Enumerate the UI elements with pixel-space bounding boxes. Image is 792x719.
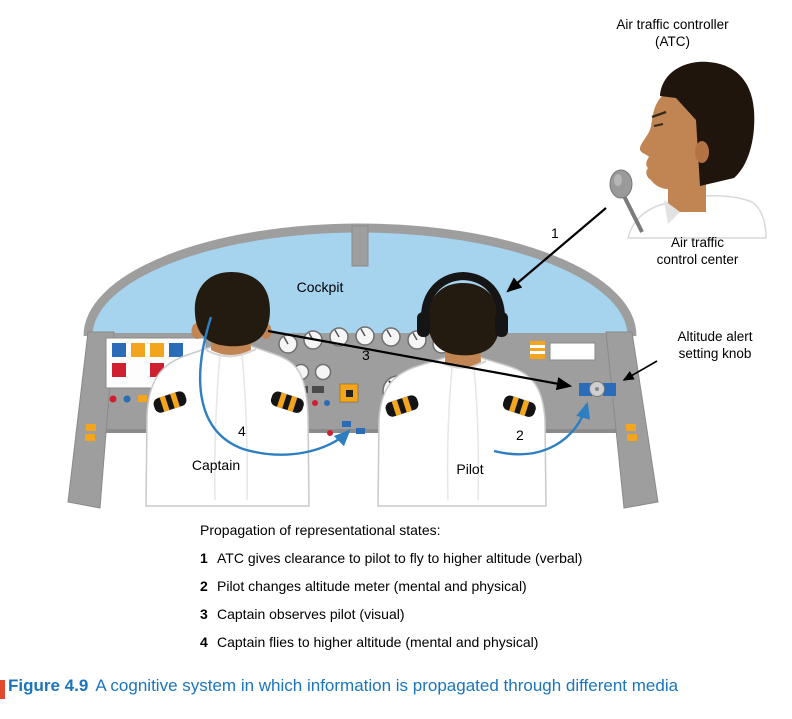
caption-accent-bar bbox=[0, 680, 5, 699]
atc-collar bbox=[664, 200, 680, 224]
legend-item: 4 Captain flies to higher altitude (menta… bbox=[200, 628, 582, 656]
legend-item: 3 Captain observes pilot (visual) bbox=[200, 600, 582, 628]
pilot-figure bbox=[377, 271, 547, 507]
altitude-knob-label: Altitude alert setting knob bbox=[645, 328, 785, 362]
arrow-2-number: 2 bbox=[516, 427, 524, 443]
arrow-1-number: 1 bbox=[551, 225, 559, 241]
legend-item-text: Captain flies to higher altitude (mental… bbox=[217, 634, 539, 650]
arrow-3-number: 3 bbox=[362, 347, 370, 363]
captain-label: Captain bbox=[191, 457, 241, 473]
atc-ear bbox=[695, 141, 709, 163]
legend-item: 2 Pilot changes altitude meter (mental an… bbox=[200, 572, 582, 600]
legend-item-text: Pilot changes altitude meter (mental and… bbox=[217, 578, 527, 594]
pilot-label: Pilot bbox=[456, 461, 484, 477]
captain-shirt bbox=[145, 340, 310, 507]
arrow-4-number: 4 bbox=[238, 423, 246, 439]
atc-face bbox=[639, 94, 712, 190]
arrow-2-pilot-to-knob bbox=[493, 401, 591, 456]
left-wing-marker bbox=[86, 424, 96, 431]
arrow-3-captain-observes bbox=[267, 329, 573, 391]
cockpit-label: Cockpit bbox=[296, 279, 344, 295]
legend-item-text: Captain observes pilot (visual) bbox=[217, 606, 405, 622]
atc-hair bbox=[660, 61, 755, 186]
figure-caption-text: A cognitive system in which information … bbox=[95, 676, 679, 695]
legend-item-number: 1 bbox=[200, 550, 208, 566]
figure-caption: Figure 4.9 A cognitive system in which in… bbox=[8, 676, 678, 696]
control-center-label: Air traffic control center bbox=[625, 234, 770, 268]
atc-label-line1: Air traffic controller bbox=[616, 17, 729, 32]
control-center-line1: Air traffic bbox=[670, 235, 724, 250]
legend: Propagation of representational states: … bbox=[200, 516, 582, 656]
arrow-4-captain-flies bbox=[199, 316, 351, 456]
right-wing-marker bbox=[627, 434, 637, 441]
arrow-1-atc-to-pilot bbox=[506, 207, 607, 293]
left-side-wing bbox=[67, 331, 115, 509]
legend-item: 1 ATC gives clearance to pilot to fly to … bbox=[200, 544, 582, 572]
legend-title: Propagation of representational states: bbox=[200, 522, 441, 538]
right-wing-marker bbox=[626, 424, 636, 431]
figure-caption-label: Figure 4.9 bbox=[8, 676, 89, 695]
legend-item-number: 2 bbox=[200, 578, 208, 594]
atc-eyebrow bbox=[651, 110, 667, 119]
altitude-knob-label-line1: Altitude alert bbox=[677, 329, 753, 344]
captain-hair bbox=[194, 272, 270, 347]
headphones-icon bbox=[417, 271, 508, 337]
propagation-arrows bbox=[199, 207, 658, 456]
knob-pointer-arrow bbox=[622, 360, 658, 381]
altitude-alert-setting-knob bbox=[579, 381, 616, 397]
control-center-line2: control center bbox=[656, 252, 739, 267]
legend-item-number: 3 bbox=[200, 606, 208, 622]
atc-label: Air traffic controller (ATC) bbox=[585, 16, 760, 50]
captain-collar bbox=[205, 348, 257, 358]
left-wing-marker bbox=[85, 434, 95, 441]
atc-shirt bbox=[627, 195, 767, 239]
atc-label-line2: (ATC) bbox=[655, 34, 690, 49]
legend-item-text: ATC gives clearance to pilot to fly to h… bbox=[217, 550, 583, 566]
right-side-wing bbox=[605, 331, 659, 509]
microphone-icon bbox=[609, 169, 644, 233]
windshield-center-strut bbox=[351, 225, 369, 267]
atc-eye bbox=[653, 123, 664, 127]
altitude-display bbox=[530, 341, 596, 361]
pilot-hair bbox=[427, 283, 500, 356]
atc-figure bbox=[609, 61, 767, 239]
altitude-knob-label-line2: setting knob bbox=[678, 346, 752, 361]
legend-item-number: 4 bbox=[200, 634, 208, 650]
captain-figure bbox=[145, 272, 310, 507]
